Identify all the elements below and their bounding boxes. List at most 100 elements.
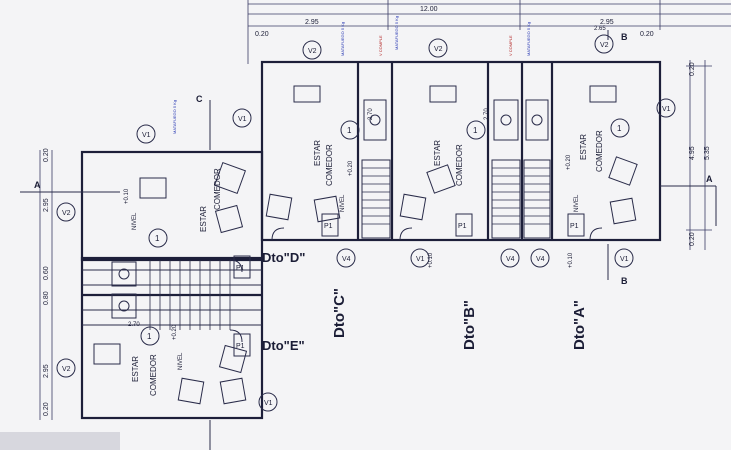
note-vcomple-b: V COMPLE: [508, 35, 513, 56]
room-estar-c: ESTAR: [313, 140, 322, 166]
note-matafuego-b: MATAFUEGO 5 Kg: [394, 16, 399, 50]
axis-b-bottom: B: [621, 276, 628, 286]
dim-295-top-right: 2.95: [600, 19, 614, 26]
tag-circle-v2-d: [56, 202, 76, 222]
room-comedor-a: COMEDOR: [595, 130, 604, 172]
tag-circle-v2-a: [594, 34, 614, 54]
tag-circle-v1-a-bottom: [614, 248, 634, 268]
tag-circle-v2-c: [302, 40, 322, 60]
tag-v1-a-bottom: V1: [620, 256, 629, 263]
dim-295-left: 2.95: [43, 198, 50, 212]
tag-box-p1-d: [233, 255, 251, 279]
dim-265-a: 2.65: [594, 26, 606, 32]
dim-270-c: 2.70: [368, 108, 374, 120]
door-arcs: [229, 227, 603, 343]
room-comedor-b: COMEDOR: [455, 144, 464, 186]
unit-label-c: Dto"C": [331, 288, 348, 338]
dim-020-right: 0.20: [689, 62, 696, 76]
dim-295-top: 2.95: [305, 19, 319, 26]
dim-020-left: 0.20: [43, 402, 50, 416]
tag-v2-e: V2: [62, 366, 71, 373]
room-comedor-c: COMEDOR: [325, 144, 334, 186]
tag-v2-d: V2: [62, 210, 71, 217]
dim-270-e: 2.70: [128, 322, 140, 328]
unit-label-b: Dto"B": [461, 300, 478, 350]
unit-label-d: Dto"D": [262, 250, 305, 265]
dim-020-top: 0.20: [255, 31, 269, 38]
axis-a-left: A: [34, 180, 41, 190]
room-comedor-d: COMEDOR: [213, 168, 222, 210]
section-lines: [20, 30, 717, 450]
tag-v4-c: V4: [342, 256, 351, 263]
room-number-c: 1: [347, 126, 352, 135]
dim-020-left-top: 0.20: [43, 148, 50, 162]
room-estar-b: ESTAR: [433, 140, 442, 166]
level-020-c: +0.20: [348, 160, 354, 176]
annotations: MATAFUEGO 5 Kg MATAFUEGO 5 Kg MATAFUEGO …: [172, 16, 531, 134]
stairs-upper: [361, 159, 551, 239]
tag-p1-e: P1: [236, 343, 245, 350]
tag-box-p1-c: [321, 213, 339, 237]
right-dimension-strip: 4.95 5.35 0.20 0.20: [686, 60, 712, 250]
nivel-d: NIVEL: [132, 212, 138, 230]
tag-circle-v2-e: [56, 358, 76, 378]
unit-label-e: Dto"E": [262, 338, 305, 353]
note-matafuego-d: MATAFUEGO 5 Kg: [172, 100, 177, 134]
tag-circle-v4-a: [530, 248, 550, 268]
tag-v4-b: V4: [506, 256, 515, 263]
nivel-e: NIVEL: [178, 352, 184, 370]
note-vcomple-c: V COMPLE: [378, 35, 383, 56]
axis-c-top: C: [196, 94, 203, 104]
tag-p1-b: P1: [458, 223, 467, 230]
axis-a-right: A: [706, 174, 713, 184]
level-010-a: +0.10: [568, 252, 574, 268]
p1-tags: P1 P1 P1 P1 P1: [233, 213, 585, 357]
room-comedor-e: COMEDOR: [149, 354, 158, 396]
note-matafuego-c: MATAFUEGO 5 Kg: [340, 22, 345, 56]
note-matafuego-a: MATAFUEGO 5 Kg: [526, 22, 531, 56]
dim-535: 5.35: [704, 146, 711, 160]
tag-v1-d-left: V1: [142, 132, 151, 139]
top-dimension-strip: 12.00 2.95 2.95 0.20 0.20: [247, 0, 731, 64]
left-dimension-strip: 2.95 0.60 0.80 2.95 0.20 0.20: [39, 148, 53, 420]
room-number-e: 1: [147, 332, 152, 341]
scan-edge-shadow: [0, 432, 120, 450]
room-estar-d: ESTAR: [199, 206, 208, 232]
tag-v1-e: V1: [264, 400, 273, 407]
tag-p1-d: P1: [236, 265, 245, 272]
dim-080-left: 0.80: [43, 291, 50, 305]
tag-circle-v1-d-left: [136, 124, 156, 144]
dim-12: 12.00: [420, 6, 438, 13]
room-number-d: 1: [155, 234, 160, 243]
tag-v2-c: V2: [308, 48, 317, 55]
stairs-left: [149, 260, 231, 330]
level-010-b: +0.10: [428, 252, 434, 268]
room-estar-e: ESTAR: [131, 356, 140, 382]
dim-020-top-right: 0.20: [640, 31, 654, 38]
tag-v1-a: V1: [662, 106, 671, 113]
tag-v2-b: V2: [434, 46, 443, 53]
tag-v1-d: V1: [238, 116, 247, 123]
room-number-b: 1: [473, 126, 478, 135]
furniture: [93, 85, 638, 405]
tag-circle-v1-b: [410, 248, 430, 268]
tag-p1-c: P1: [324, 223, 333, 230]
tag-v2-a: V2: [600, 42, 609, 49]
dim-060-left: 0.60: [43, 266, 50, 280]
tag-circle-v2-b: [428, 38, 448, 58]
dim-495: 4.95: [689, 146, 696, 160]
axis-b-top: B: [621, 32, 628, 42]
tag-box-p1-e: [233, 333, 251, 357]
level-020-e: +0.20: [172, 324, 178, 340]
tag-v1-b: V1: [416, 256, 425, 263]
tag-box-p1-b: [455, 213, 473, 237]
unit-label-a: Dto"A": [571, 300, 588, 350]
tag-circle-v1-d: [232, 108, 252, 128]
level-020-a: +0.20: [566, 154, 572, 170]
tag-p1-a: P1: [570, 223, 579, 230]
tag-box-p1-a: [567, 213, 585, 237]
code-tags: V2 V2 V2 V1 V1 V1 V2 V2 V1 V4 V1 V4 V4 V…: [56, 34, 676, 412]
level-010-d: +0.10: [124, 188, 130, 204]
